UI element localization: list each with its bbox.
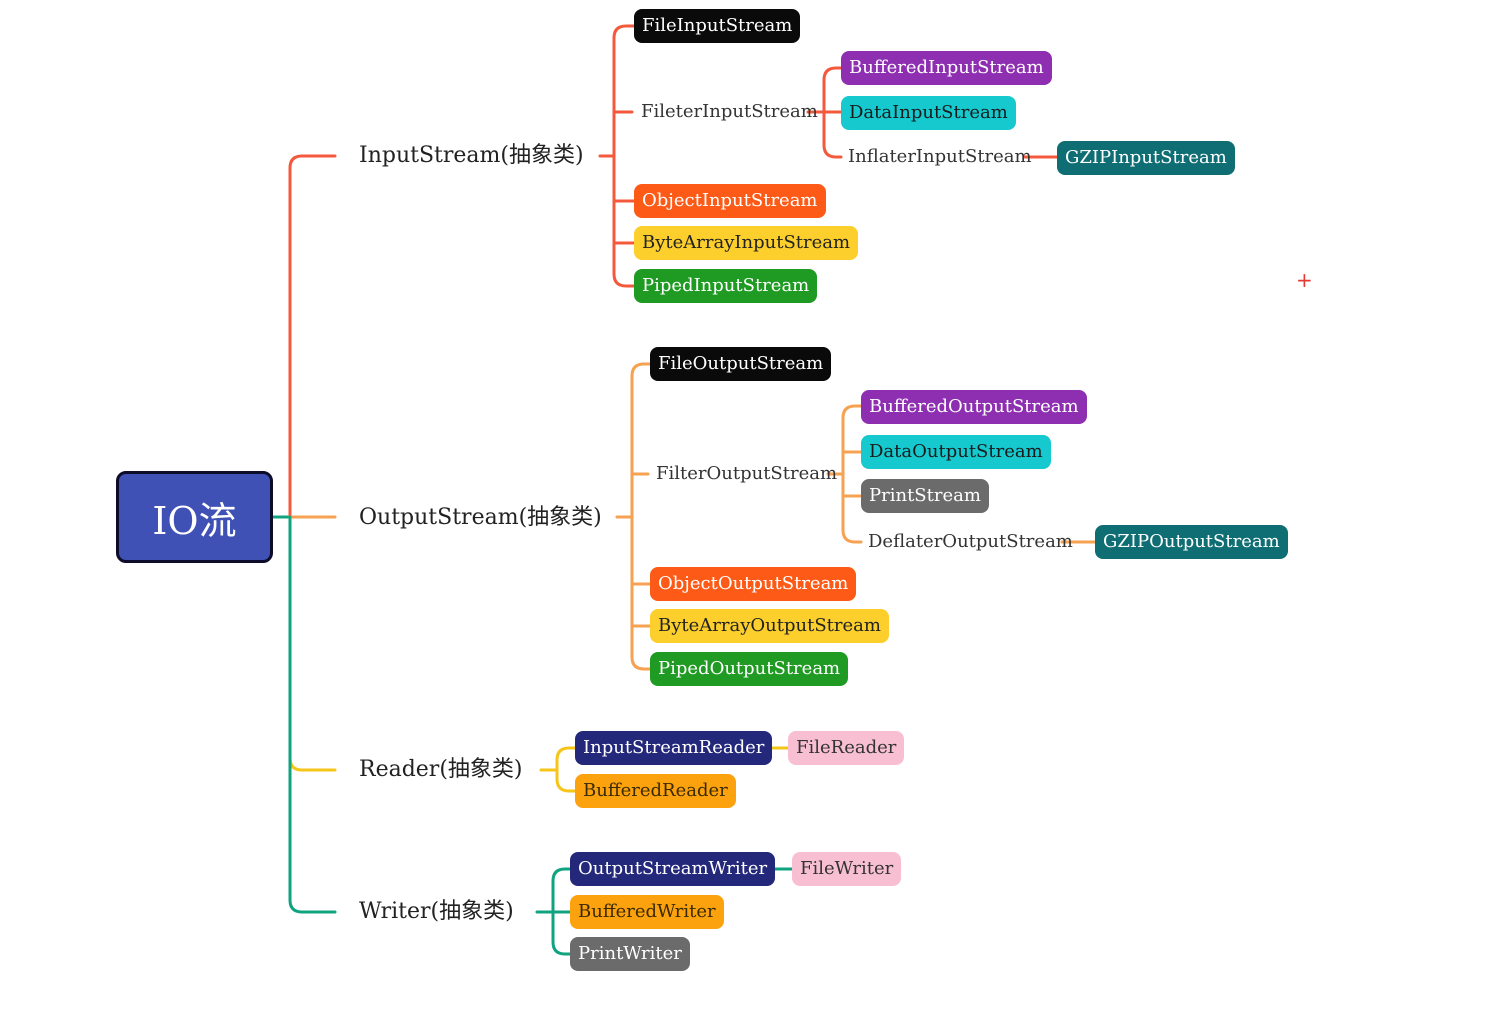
root-node-io[interactable]: IO流 — [116, 471, 273, 563]
objectinputstream-node[interactable]: ObjectInputStream — [634, 184, 826, 218]
gzipinputstream-node[interactable]: GZIPInputStream — [1057, 141, 1235, 175]
bufferedreader-node[interactable]: BufferedReader — [575, 774, 736, 808]
bufferedinputstream-node[interactable]: BufferedInputStream — [841, 51, 1052, 85]
bytearrayoutputstream-node[interactable]: ByteArrayOutputStream — [650, 609, 889, 643]
filterinputstream-node[interactable]: FileterInputStream — [641, 101, 818, 122]
objectoutputstream-node[interactable]: ObjectOutputStream — [650, 567, 857, 601]
fileoutputstream-node[interactable]: FileOutputStream — [650, 347, 832, 381]
filewriter-node[interactable]: FileWriter — [792, 852, 902, 886]
reader-trunk — [288, 515, 337, 772]
deflateroutputstream-node[interactable]: DeflaterOutputStream — [868, 531, 1073, 552]
bytearrayinputstream-node[interactable]: ByteArrayInputStream — [634, 226, 859, 260]
inputstream-node[interactable]: InputStream(抽象类) — [359, 143, 584, 168]
datainputstream-node[interactable]: DataInputStream — [841, 96, 1016, 130]
printstream-node[interactable]: PrintStream — [861, 479, 989, 513]
reader-node[interactable]: Reader(抽象类) — [359, 757, 523, 782]
inputstreamreader-node[interactable]: InputStreamReader — [575, 731, 773, 765]
pipedoutputstream-node[interactable]: PipedOutputStream — [650, 652, 849, 686]
pipedinputstream-node[interactable]: PipedInputStream — [634, 269, 818, 303]
filteroutputstream-node[interactable]: FilterOutputStream — [656, 463, 838, 484]
fileinputstream-node[interactable]: FileInputStream — [634, 9, 801, 43]
outputstreamwriter-node[interactable]: OutputStreamWriter — [570, 852, 776, 886]
input-trunk — [288, 154, 337, 519]
gzipoutputstream-node[interactable]: GZIPOutputStream — [1095, 525, 1288, 559]
inflaterinputstream-node[interactable]: InflaterInputStream — [848, 146, 1032, 167]
bufferedoutputstream-node[interactable]: BufferedOutputStream — [861, 390, 1087, 424]
bufferedwriter-node[interactable]: BufferedWriter — [570, 895, 724, 929]
printwriter-node[interactable]: PrintWriter — [570, 937, 690, 971]
crosshair-cursor-icon: + — [1296, 268, 1313, 292]
filereader-node[interactable]: FileReader — [788, 731, 905, 765]
outputstream-node[interactable]: OutputStream(抽象类) — [359, 505, 602, 530]
writer-node[interactable]: Writer(抽象类) — [359, 899, 514, 924]
dataoutputstream-node[interactable]: DataOutputStream — [861, 435, 1051, 469]
writer-trunk — [288, 515, 337, 914]
